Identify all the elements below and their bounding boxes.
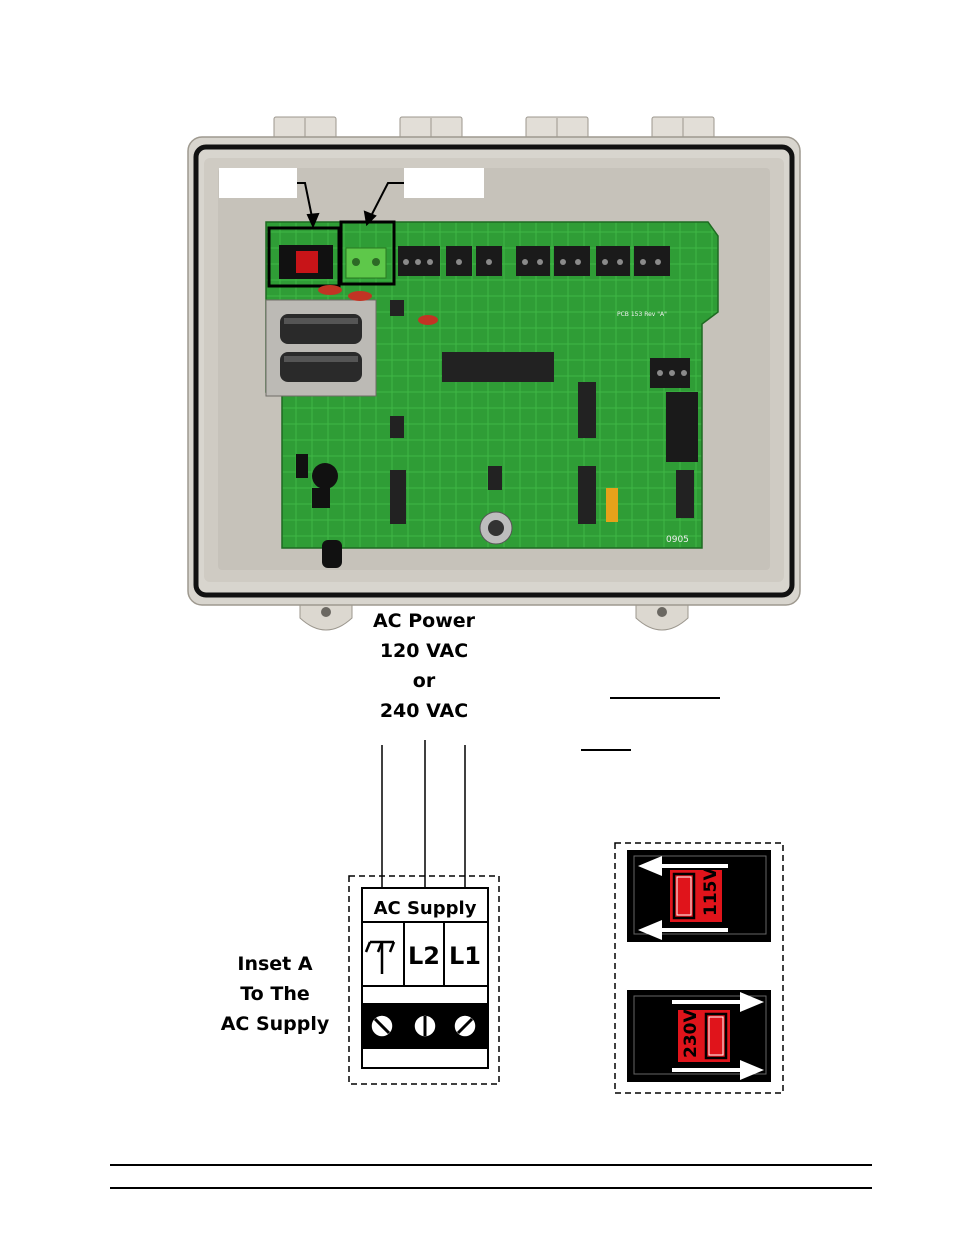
terminal-l1-label: L1	[449, 942, 481, 970]
voltage-switch-inset-border	[614, 842, 784, 1094]
blank-note-underline	[581, 749, 631, 751]
footer-rule-bottom	[110, 1187, 872, 1189]
terminal-l2-label: L2	[408, 942, 440, 970]
footer-rule-top	[110, 1164, 872, 1166]
blank-heading-underline	[610, 697, 720, 699]
switch-230v: 230V	[627, 990, 771, 1082]
hinges	[273, 116, 715, 140]
ac-voltage-240: 240 VAC	[379, 700, 469, 722]
terminal-blocks	[398, 246, 690, 388]
ac-power-label: AC Power	[372, 610, 476, 632]
callout-arrows	[297, 182, 404, 229]
switch-callout-label	[219, 168, 297, 198]
transformer	[265, 299, 377, 397]
switch-115v-label: 115V	[701, 867, 721, 916]
microcontroller-chip	[442, 352, 554, 382]
inset-a-line2: To The	[240, 983, 310, 1005]
pcb-marking: PCB 153 Rev "A"	[617, 311, 667, 318]
inset-a-line3: AC Supply	[220, 1013, 330, 1035]
relay	[666, 392, 698, 462]
pcb-date-code: 0905	[666, 535, 689, 545]
circuit-board: PCB 153 Rev "A" 0905	[265, 220, 719, 568]
wiring-diagram: AC Supply L2 L1 115V	[348, 740, 784, 1094]
mounting-tabs	[299, 597, 689, 631]
terminal-callout-label	[404, 168, 484, 198]
ac-supply-header: AC Supply	[374, 898, 477, 919]
terminal-screws	[370, 1014, 477, 1038]
switch-230v-label: 230V	[681, 1009, 701, 1058]
controller-enclosure-photo: PCB 153 Rev "A" 0905	[187, 116, 801, 631]
ac-voltage-120: 120 VAC	[379, 640, 469, 662]
ground-icon	[364, 940, 396, 974]
ac-or-label: or	[412, 670, 436, 692]
switch-115v: 115V	[627, 850, 771, 942]
inset-a-border	[348, 875, 500, 1085]
inset-a-title: Inset A	[237, 953, 313, 975]
switch-callout-box	[267, 226, 341, 288]
